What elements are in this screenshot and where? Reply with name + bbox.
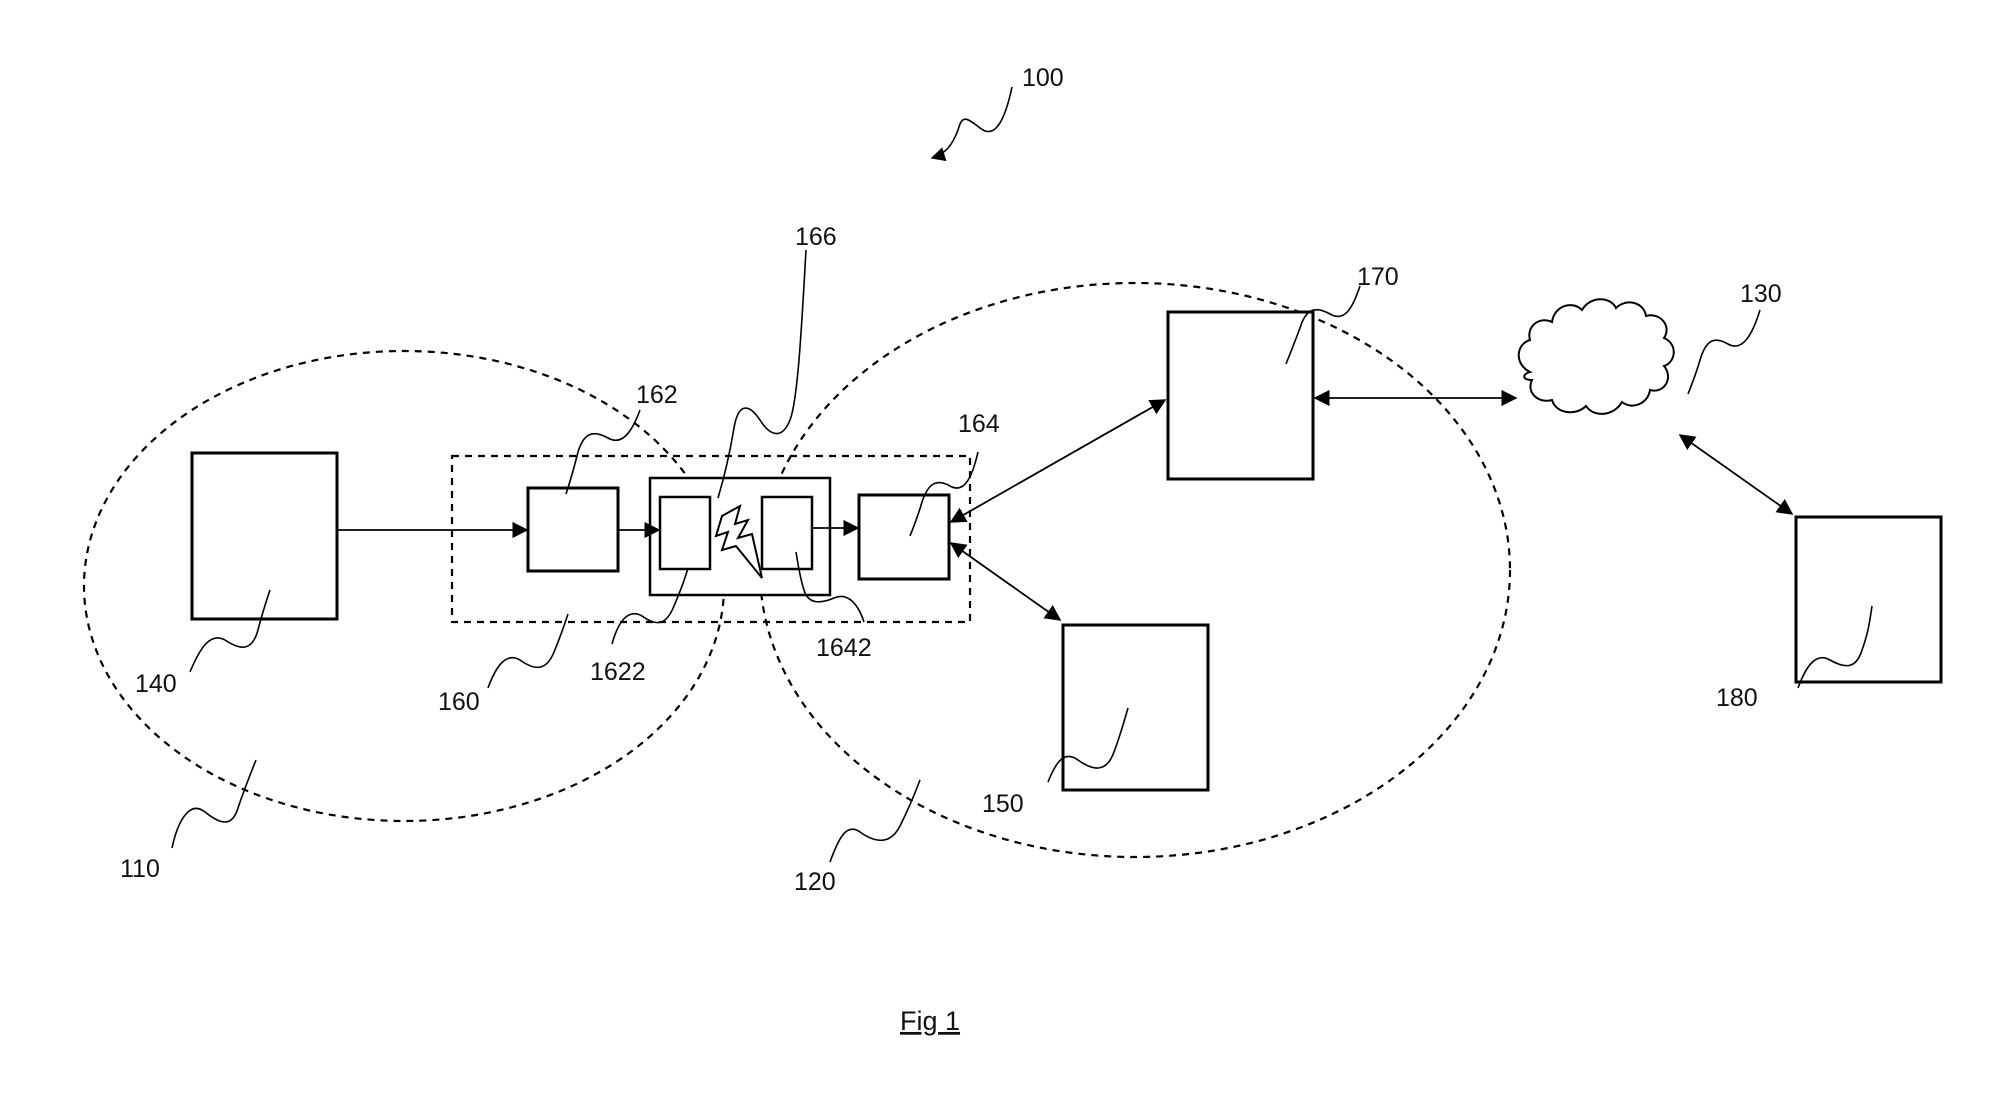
device-140-box	[190, 451, 339, 621]
leader-166	[717, 249, 807, 499]
label-170: 170	[1357, 263, 1399, 291]
sub-1642-box	[760, 495, 814, 571]
cloud-130-shape	[1517, 298, 1675, 415]
leader-180	[1797, 605, 1873, 689]
label-1642: 1642	[816, 634, 872, 662]
unit-162-box	[526, 486, 620, 573]
leader-100	[930, 86, 1013, 162]
leader-170	[1285, 285, 1361, 365]
leader-130	[1687, 309, 1761, 395]
zone-110-boundary	[82, 349, 726, 823]
leader-1642	[795, 551, 865, 623]
label-150: 150	[982, 790, 1024, 818]
sub-1622-box	[658, 495, 712, 571]
leader-160	[487, 613, 569, 689]
label-140: 140	[135, 670, 177, 698]
label-164: 164	[958, 410, 1000, 438]
arrow-130-180	[1678, 434, 1794, 515]
device-150-box	[1061, 623, 1210, 792]
label-162: 162	[636, 381, 678, 409]
server-170-box	[1166, 310, 1315, 481]
label-1622: 1622	[590, 658, 646, 686]
leader-120	[829, 779, 921, 863]
label-166: 166	[795, 223, 837, 251]
leader-150	[1047, 707, 1129, 783]
leader-110	[171, 759, 257, 849]
label-130: 130	[1740, 280, 1782, 308]
leader-162	[565, 409, 641, 495]
figure-caption: Fig 1	[900, 1006, 960, 1036]
label-120: 120	[794, 868, 836, 896]
leader-164	[909, 451, 979, 537]
label-100: 100	[1022, 64, 1064, 92]
unit-164-box	[857, 493, 951, 581]
label-180: 180	[1716, 684, 1758, 712]
remote-180-box	[1794, 515, 1943, 684]
leader-140	[189, 589, 271, 673]
arrow-164-170	[949, 399, 1167, 523]
label-110: 110	[120, 855, 160, 883]
leader-1622	[611, 567, 689, 645]
arrow-164-150	[949, 542, 1062, 621]
module-160-container	[450, 454, 972, 624]
wireless-link-icon	[714, 503, 763, 579]
label-160: 160	[438, 688, 480, 716]
